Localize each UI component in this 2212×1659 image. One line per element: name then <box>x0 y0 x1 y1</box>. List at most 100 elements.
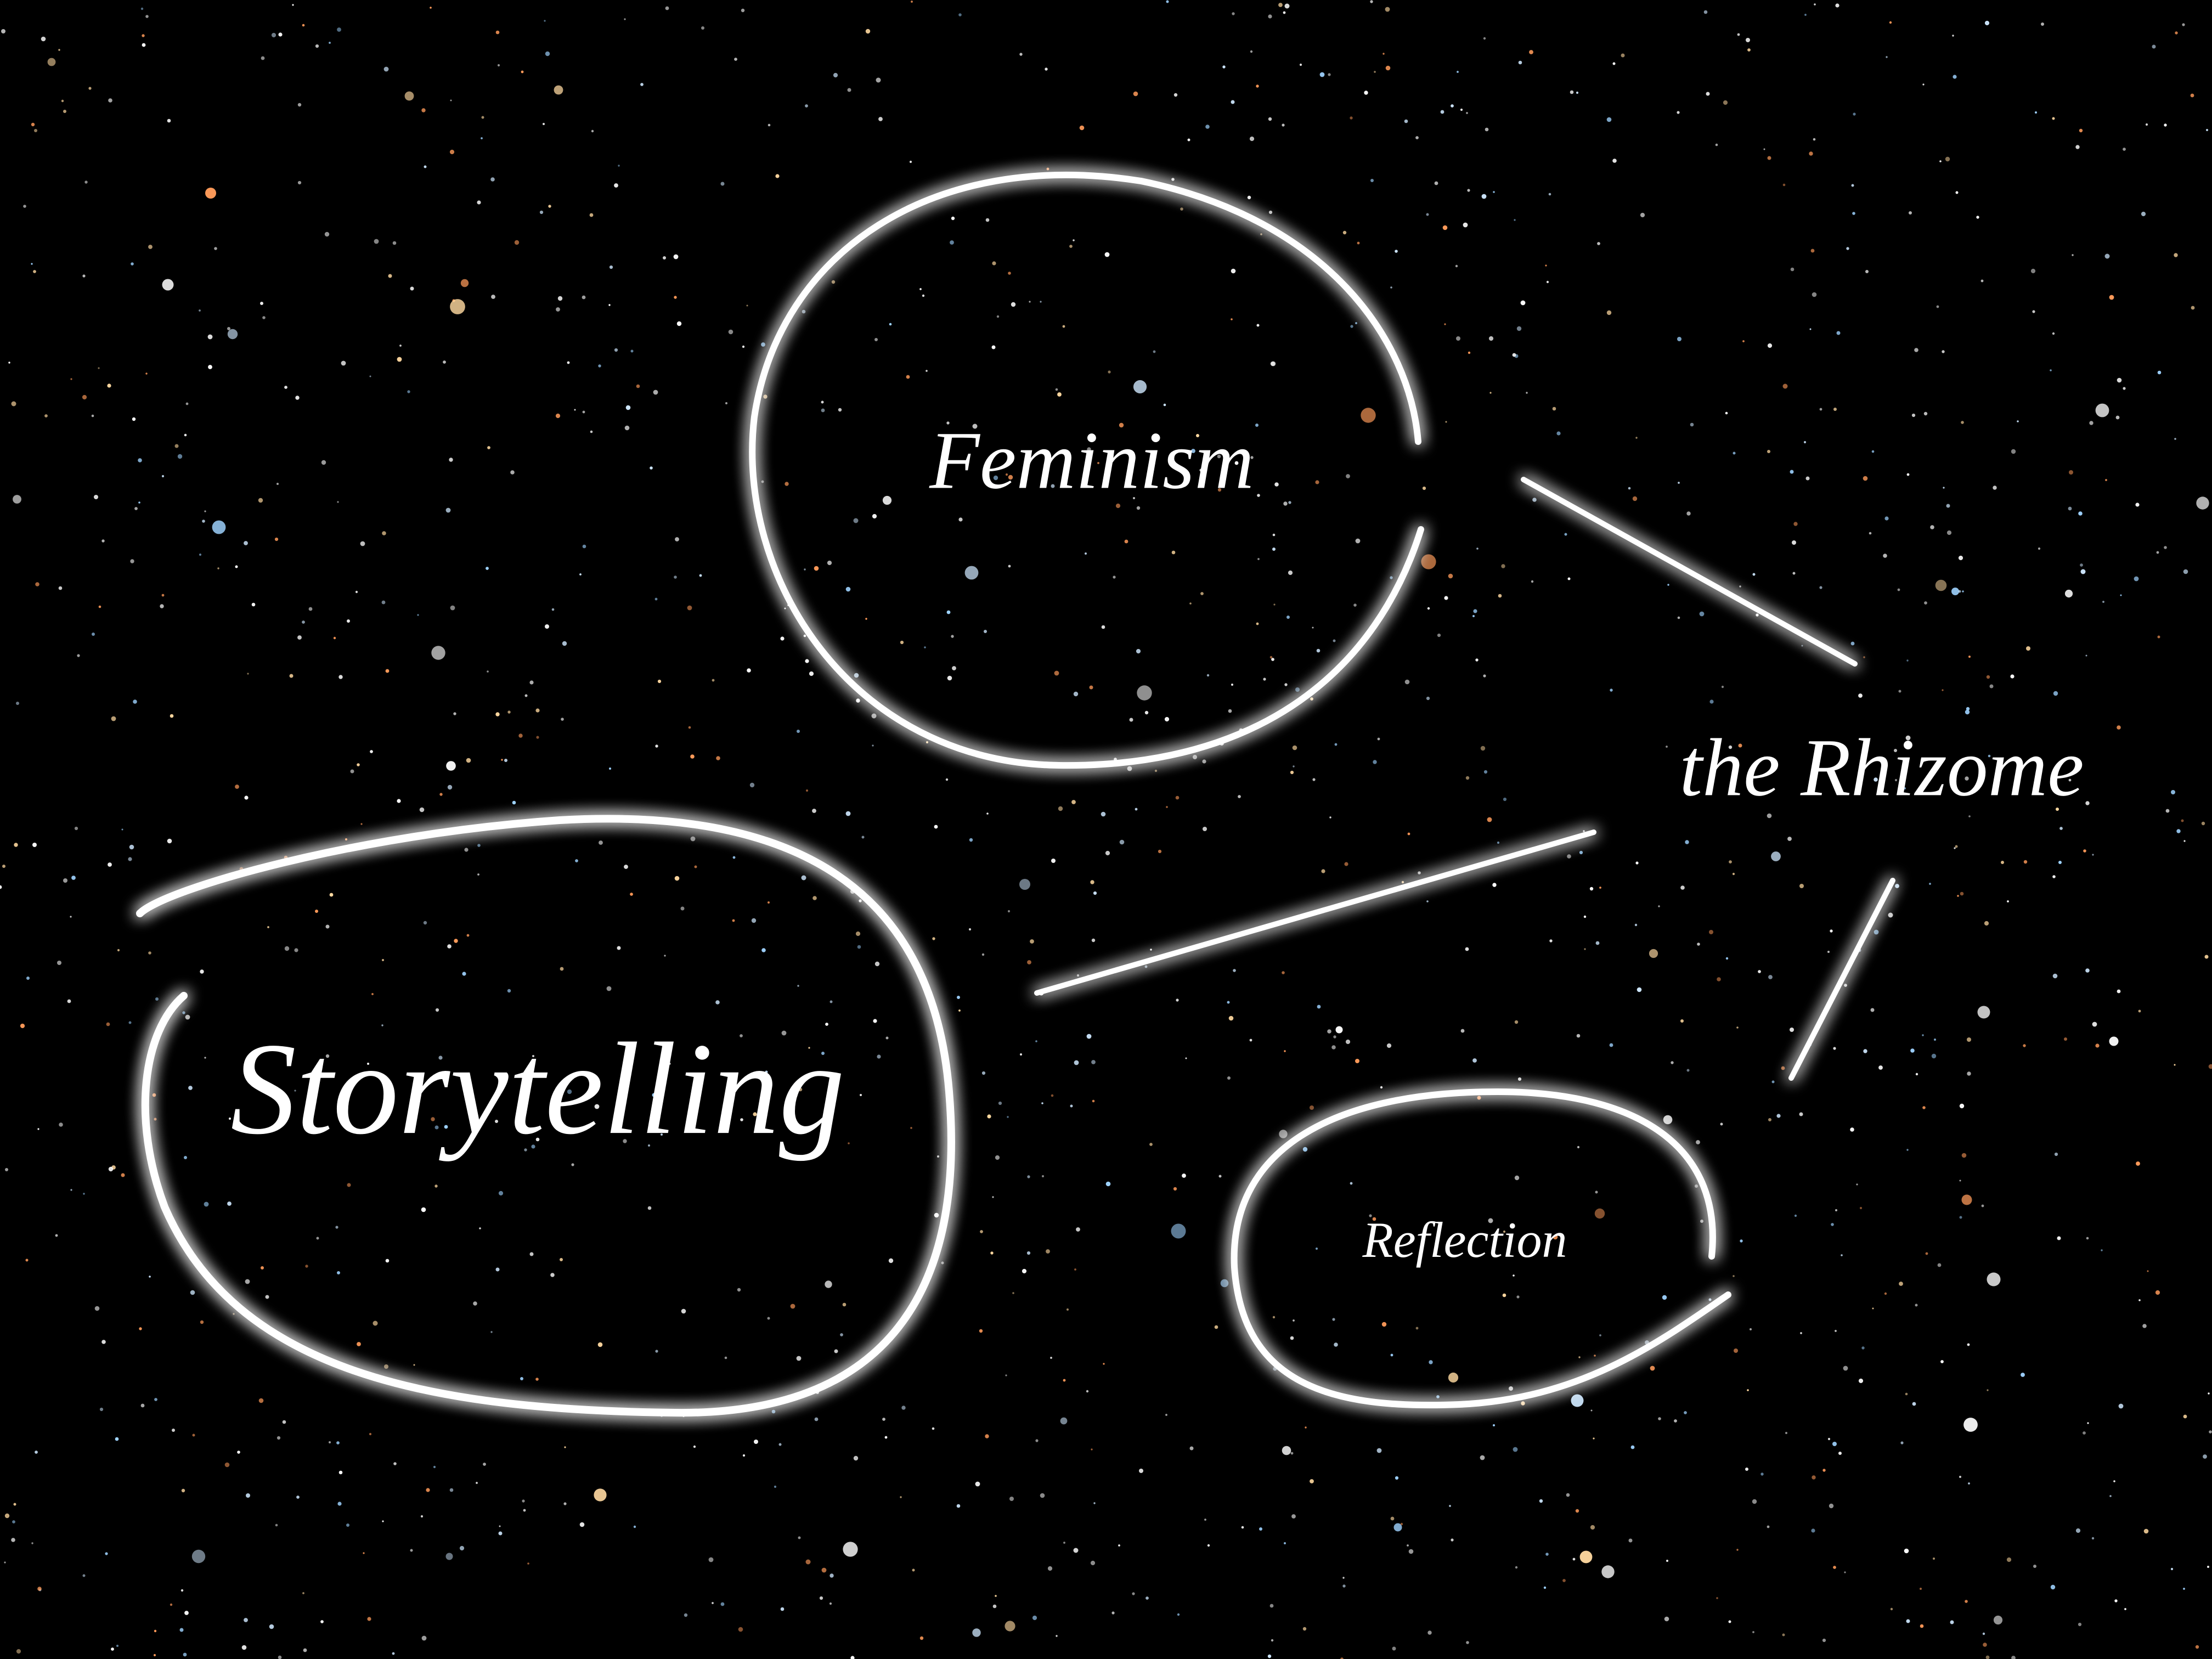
star <box>1373 760 1377 764</box>
star <box>2147 1270 2149 1272</box>
star <box>1057 392 1062 397</box>
star <box>1894 749 1897 752</box>
star <box>1861 1346 1865 1350</box>
star <box>1931 1053 1937 1059</box>
star <box>392 241 397 245</box>
star <box>1271 658 1274 661</box>
star <box>647 1206 652 1210</box>
star <box>181 1488 185 1493</box>
star <box>1234 461 1239 465</box>
star <box>2011 1656 2016 1659</box>
star <box>433 1465 436 1469</box>
star <box>447 785 453 790</box>
star <box>1222 65 1226 69</box>
star <box>1269 656 1273 659</box>
star <box>1400 1522 1403 1526</box>
star <box>1090 1560 1096 1566</box>
star <box>712 1602 714 1604</box>
star <box>421 108 426 112</box>
star <box>438 1056 443 1060</box>
star <box>315 44 319 48</box>
star <box>1105 850 1110 856</box>
star <box>363 1552 365 1554</box>
star <box>1763 148 1765 150</box>
star <box>384 1364 388 1369</box>
star <box>2183 840 2186 842</box>
star <box>1747 1389 1749 1391</box>
star <box>554 85 563 95</box>
star <box>1256 622 1259 625</box>
star <box>998 1101 1002 1105</box>
star <box>990 1251 994 1255</box>
star <box>1546 280 1549 284</box>
star <box>204 1057 206 1059</box>
star <box>995 1155 1000 1160</box>
star <box>2089 421 2094 425</box>
star <box>1599 887 1601 889</box>
star <box>499 1525 501 1527</box>
star <box>1272 533 1276 537</box>
connector-rhizome-reflection <box>1788 878 1895 1081</box>
star <box>1032 1615 1037 1621</box>
star <box>1327 1029 1331 1034</box>
star <box>1364 91 1368 95</box>
star <box>1401 881 1404 884</box>
star <box>154 1629 157 1633</box>
star <box>2102 601 2104 603</box>
star <box>1383 53 1385 55</box>
star <box>2118 1403 2124 1409</box>
star <box>749 782 755 788</box>
star <box>1950 1620 1954 1624</box>
star <box>507 989 511 993</box>
star <box>1859 1206 1863 1210</box>
star <box>1063 1379 1066 1382</box>
star <box>453 712 456 715</box>
star <box>808 1047 810 1049</box>
star <box>819 1596 823 1600</box>
star <box>2145 123 2148 126</box>
star <box>1460 1029 1465 1033</box>
star <box>1097 462 1099 464</box>
star <box>1924 601 1927 605</box>
star <box>1910 1048 1915 1053</box>
star <box>1069 245 1073 248</box>
star <box>1466 112 1468 114</box>
star <box>145 15 149 18</box>
star <box>1539 1499 1543 1503</box>
star <box>1101 811 1106 817</box>
star <box>2086 1237 2089 1240</box>
star <box>148 245 153 249</box>
star <box>834 1349 838 1353</box>
star <box>1282 1446 1291 1455</box>
star <box>1584 948 1586 950</box>
star <box>992 1604 997 1609</box>
star <box>1728 1620 1731 1623</box>
star <box>71 876 76 880</box>
star <box>501 759 503 761</box>
star <box>771 1409 776 1414</box>
star <box>111 716 116 721</box>
star <box>1316 648 1321 653</box>
star <box>1566 1493 1570 1497</box>
star <box>2113 1480 2115 1482</box>
star <box>674 296 677 299</box>
star <box>1180 207 1183 211</box>
star <box>397 799 401 803</box>
star <box>1026 1251 1031 1255</box>
star <box>179 1628 184 1632</box>
star <box>801 875 806 881</box>
star <box>524 1148 527 1152</box>
star <box>805 1559 811 1565</box>
star <box>305 1265 308 1268</box>
star <box>481 137 483 139</box>
star <box>1922 83 1925 86</box>
star <box>58 586 63 590</box>
star <box>1467 189 1470 192</box>
star <box>58 49 60 51</box>
star <box>625 405 631 410</box>
star <box>267 926 269 928</box>
star <box>1256 324 1260 327</box>
star <box>1310 1479 1314 1483</box>
star <box>2183 1588 2185 1590</box>
star <box>1771 851 1781 861</box>
